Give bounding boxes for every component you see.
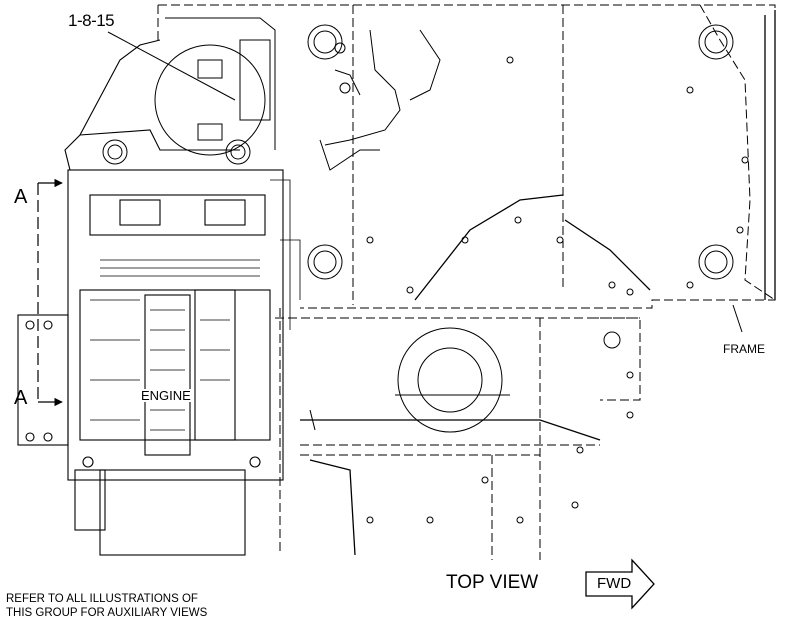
frame-holes <box>307 24 749 524</box>
reference-note-line1: REFER TO ALL ILLUSTRATIONS OF <box>6 593 198 605</box>
section-label-bottom: A <box>14 387 28 409</box>
section-marker <box>37 178 63 407</box>
frame-outline <box>157 4 776 560</box>
reference-note: REFER TO ALL ILLUSTRATIONS OF THIS GROUP… <box>6 592 207 620</box>
section-label-top: A <box>14 186 28 208</box>
engine-label: ENGINE <box>140 388 192 403</box>
frame-label: FRAME <box>723 342 765 356</box>
frame-solid-edges <box>300 10 776 556</box>
view-title: TOP VIEW <box>446 572 539 593</box>
fwd-label: FWD <box>597 575 632 592</box>
leader-lines <box>107 31 743 333</box>
engine-assembly <box>17 39 284 556</box>
reference-note-line2: THIS GROUP FOR AUXILIARY VIEWS <box>6 607 208 619</box>
fwd-arrow-icon <box>585 558 655 610</box>
engine-detail-lines <box>90 179 301 431</box>
upper-components <box>102 17 510 431</box>
part-callout: 1-8-15 <box>68 11 115 30</box>
